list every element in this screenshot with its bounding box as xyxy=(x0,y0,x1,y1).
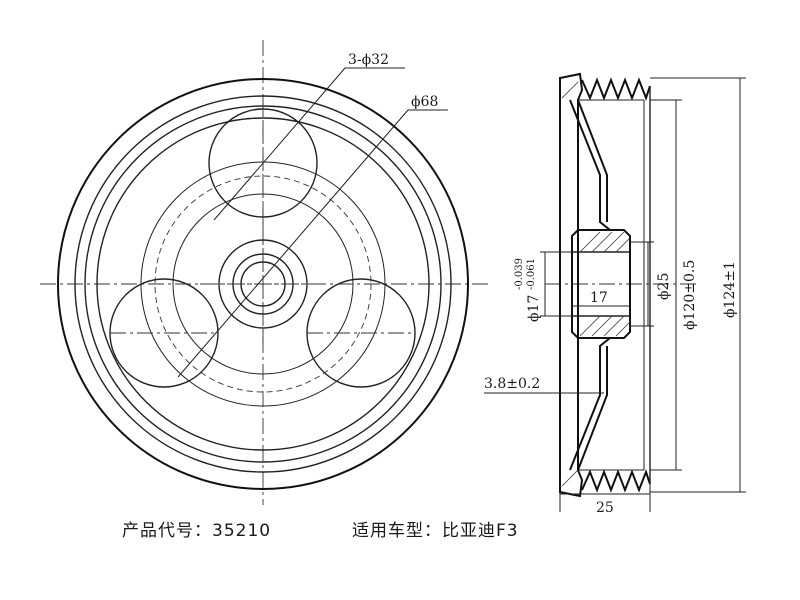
holes-label: 3-ϕ32 xyxy=(348,52,389,68)
applicable-model-caption: 适用车型：比亚迪F3 xyxy=(352,521,519,541)
pcd-leader-line xyxy=(177,109,409,378)
bore-tol-lower: -0.061 xyxy=(526,258,537,290)
hub-hatch-top xyxy=(579,231,631,253)
hole-pitch-circle xyxy=(154,175,372,393)
rim-inner-circle-3 xyxy=(96,117,430,451)
rim-inner-circle-1 xyxy=(74,95,452,473)
rim-hatch xyxy=(561,81,579,487)
top-grooves xyxy=(581,77,651,101)
hub-section xyxy=(571,229,631,339)
outer-dia-label: ϕ124±1 xyxy=(722,261,738,318)
outer-rim-circle xyxy=(57,78,469,490)
hub-length-label: 17 xyxy=(590,290,608,306)
width-label: 25 xyxy=(596,500,614,516)
hub-dia-label: ϕ25 xyxy=(656,273,672,300)
hub-outer-circle xyxy=(218,239,308,329)
pcd-label: ϕ68 xyxy=(411,94,438,110)
bore-label: ϕ17 xyxy=(526,295,542,322)
product-code-caption: 产品代号：35210 xyxy=(122,521,272,541)
front-view: 3-ϕ32 ϕ68 xyxy=(40,40,490,505)
section-view: ϕ17 -0.039 -0.061 17 ϕ25 ϕ120±0.5 ϕ124±1… xyxy=(484,72,746,516)
hub-hatch-bottom xyxy=(579,315,631,337)
web-thickness-label: 3.8±0.2 xyxy=(484,376,540,392)
groove-dia-label: ϕ120±0.5 xyxy=(682,260,698,330)
bottom-grooves xyxy=(581,469,651,493)
holes-leader-line xyxy=(213,67,346,221)
bore-tol-upper: -0.039 xyxy=(514,258,525,290)
